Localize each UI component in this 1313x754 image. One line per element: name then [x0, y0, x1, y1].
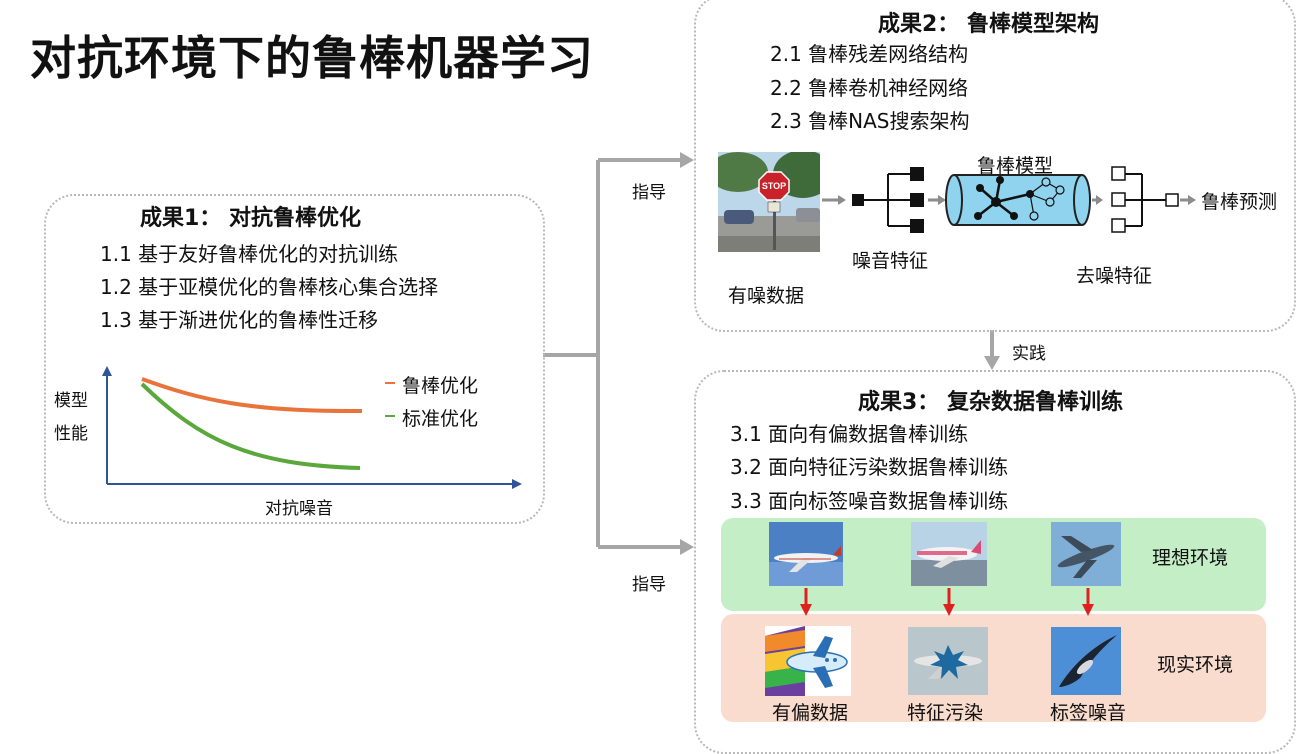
- label-noise-label: 标签噪音: [1050, 702, 1127, 724]
- result1-item-1: 1.1 基于友好鲁棒优化的对抗训练: [100, 242, 399, 266]
- result3-item-1: 3.1 面向有偏数据鲁棒训练: [730, 422, 969, 446]
- robust-model-cylinder: [954, 175, 1082, 225]
- svg-text:STOP: STOP: [762, 181, 786, 191]
- result3-item-2: 3.2 面向特征污染数据鲁棒训练: [730, 455, 1009, 479]
- label-noise-image: [1051, 627, 1121, 695]
- real-env-label: 现实环境: [1157, 654, 1234, 676]
- chart-xlabel: 对抗噪音: [265, 499, 333, 519]
- chart-ylabel-1: 模型: [54, 391, 88, 411]
- result1-item-3: 1.3 基于渐进优化的鲁棒性迁移: [100, 308, 379, 332]
- practice-label: 实践: [1012, 344, 1046, 364]
- robust-model-label: 鲁棒模型: [977, 155, 1054, 177]
- robust-curve: [141, 377, 363, 414]
- result1-title: 成果1： 对抗鲁棒优化: [140, 206, 361, 231]
- page-title: 对抗环境下的鲁棒机器学习: [30, 31, 594, 85]
- biased-data-image: [765, 626, 851, 696]
- result2-item-1: 2.1 鲁棒残差网络结构: [770, 42, 969, 66]
- robust-predict-label: 鲁棒预测: [1201, 191, 1278, 213]
- legend-robust-label: 鲁棒优化: [402, 375, 479, 397]
- connector-arrows: [543, 152, 1000, 555]
- guide-label-bottom: 指导: [632, 575, 666, 595]
- result1-item-2: 1.2 基于亚模优化的鲁棒核心集合选择: [100, 275, 439, 299]
- result1-box: [44, 194, 545, 524]
- noise-feature-label: 噪音特征: [852, 250, 929, 272]
- result3-item-3: 3.3 面向标签噪音数据鲁棒训练: [730, 489, 1009, 513]
- noise-feature-root: [852, 194, 864, 206]
- denoise-feature-label: 去噪特征: [1076, 265, 1153, 287]
- result3-title: 成果3： 复杂数据鲁棒训练: [858, 390, 1123, 415]
- result2-item-3: 2.3 鲁棒NAS搜索架构: [770, 109, 970, 133]
- ideal-plane-image-1: [769, 522, 843, 586]
- result2-box: [694, 0, 1296, 332]
- result2-title: 成果2： 鲁棒模型架构: [878, 12, 1099, 37]
- biased-data-label: 有偏数据: [772, 702, 849, 724]
- feature-pollution-label: 特征污染: [907, 702, 984, 724]
- model-pipeline-diagram: [822, 166, 1196, 233]
- chart-ylabel-2: 性能: [54, 424, 88, 444]
- feature-pollution-image: [908, 627, 988, 695]
- ideal-env-label: 理想环境: [1152, 547, 1229, 569]
- legend-standard-label: 标准优化: [402, 408, 479, 430]
- arrow-head-top: [680, 152, 694, 168]
- ideal-plane-image-3: [1051, 522, 1121, 586]
- guide-label-top: 指导: [632, 183, 666, 203]
- arrow-head-practice: [984, 356, 1000, 370]
- ideal-plane-image-2: [911, 522, 987, 586]
- result2-item-2: 2.2 鲁棒卷机神经网络: [770, 76, 969, 100]
- arrow-head-bottom: [680, 539, 694, 555]
- standard-curve: [140, 382, 361, 470]
- noisy-data-image: STOP: [718, 152, 820, 252]
- ideal-to-real-arrows: [800, 588, 1094, 616]
- robustness-chart: [102, 366, 522, 489]
- noisy-data-label: 有噪数据: [728, 285, 805, 307]
